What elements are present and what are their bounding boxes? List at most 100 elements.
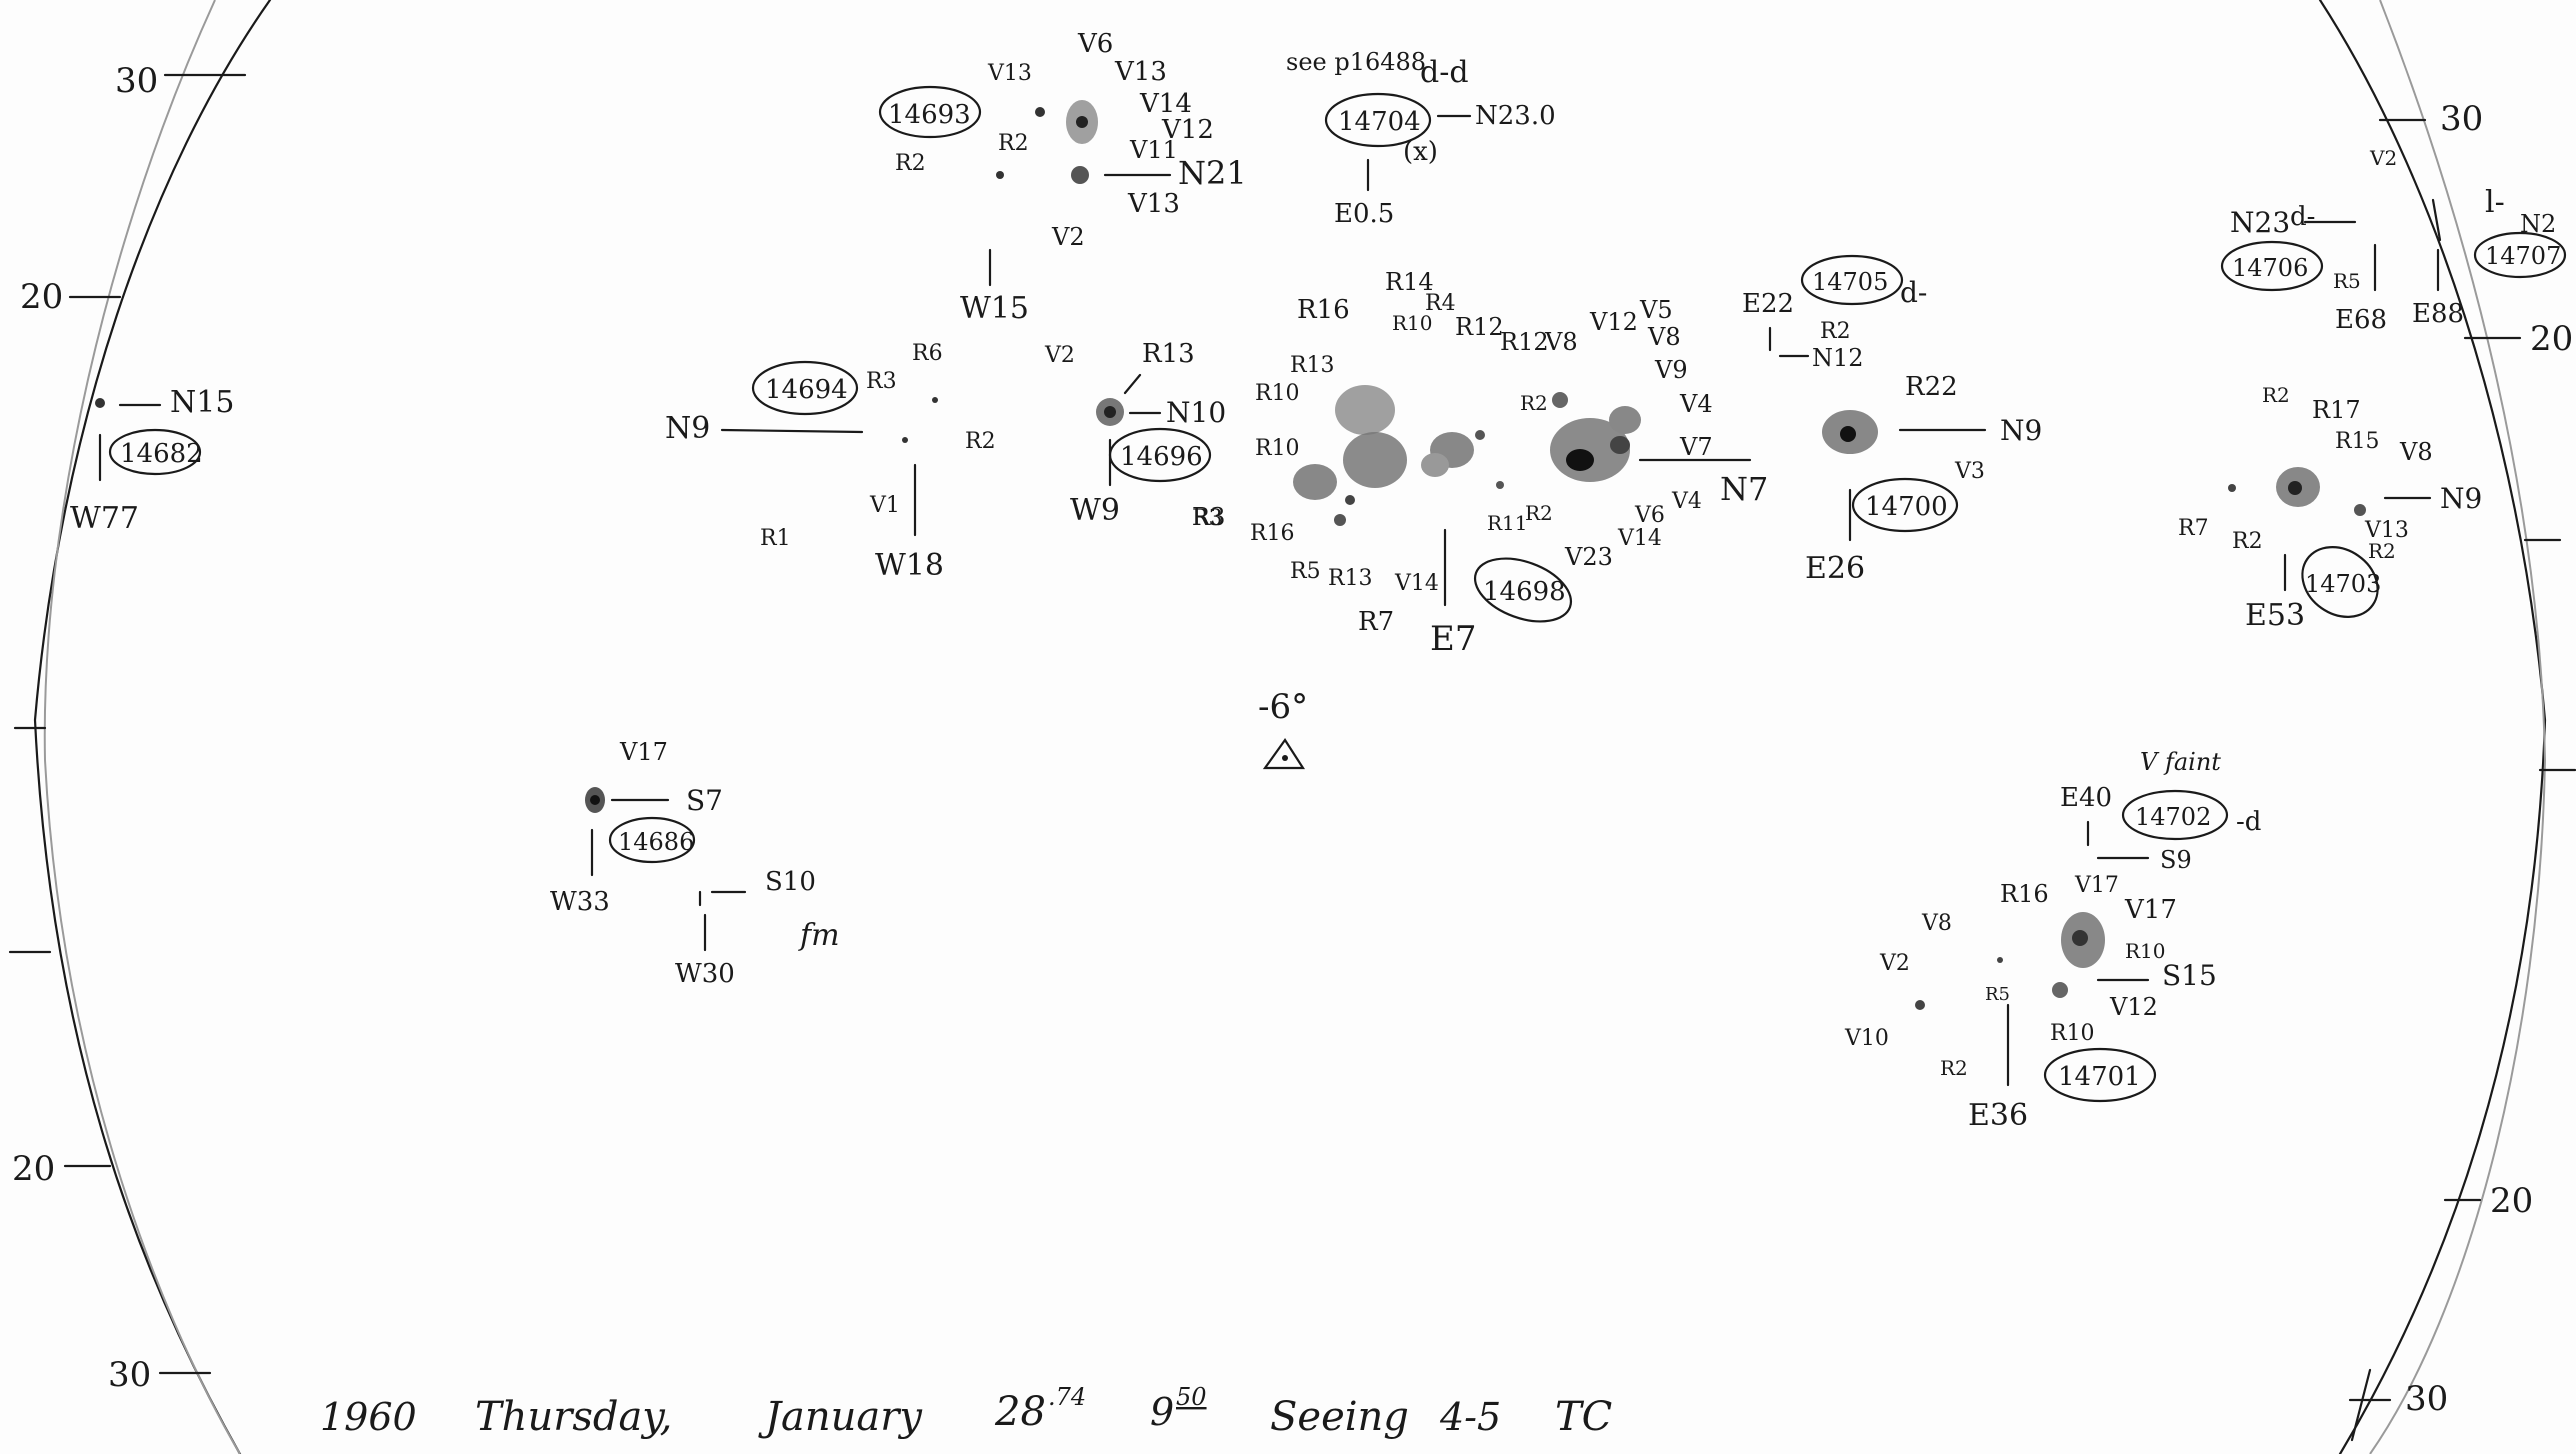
region-s10-w30: S10 fm W30 — [675, 867, 840, 989]
svg-text:S7: S7 — [686, 784, 723, 817]
svg-text:R2: R2 — [1820, 319, 1851, 344]
svg-text:d-: d- — [1900, 276, 1927, 309]
region-number: 14700 — [1865, 492, 1948, 522]
region-14704: see p16488 d-d 14704 N23.0 (x) E0.5 — [1286, 48, 1556, 229]
day-fraction: .74 — [1048, 1383, 1086, 1411]
svg-text:R3: R3 — [866, 369, 897, 394]
svg-text:R2: R2 — [895, 151, 926, 176]
svg-text:R22: R22 — [1905, 372, 1958, 402]
svg-text:V8: V8 — [1647, 323, 1681, 351]
svg-text:V2: V2 — [1879, 951, 1910, 976]
svg-text:V2: V2 — [2369, 146, 2397, 170]
svg-text:S15: S15 — [2162, 959, 2217, 992]
region-number: 14686 — [618, 828, 694, 856]
tick-right-bottom-20: 20 — [2490, 1181, 2533, 1221]
svg-text:(x): (x) — [1403, 137, 1438, 167]
svg-text:R14: R14 — [1385, 268, 1434, 296]
tick-right-top-20: 20 — [2530, 319, 2573, 359]
time-minutes: 50 — [1176, 1383, 1207, 1411]
svg-text:V13: V13 — [1127, 189, 1180, 219]
svg-text:V4: V4 — [1671, 489, 1702, 514]
region-number: 14698 — [1483, 577, 1566, 607]
observer: TC — [1555, 1394, 1612, 1440]
tick-right-top-30: 30 — [2440, 99, 2483, 139]
svg-text:V3: V3 — [1954, 459, 1985, 484]
svg-text:V17: V17 — [619, 738, 668, 766]
svg-text:V14: V14 — [1394, 571, 1439, 596]
svg-text:R5: R5 — [1290, 559, 1321, 584]
region-number: 14682 — [120, 439, 203, 469]
svg-text:W15: W15 — [960, 291, 1029, 326]
date-caption: 1960 Thursday, January 28 .74 9 50 Seein… — [320, 1383, 1612, 1440]
svg-text:R16: R16 — [2000, 880, 2049, 908]
svg-text:V8: V8 — [2399, 438, 2433, 466]
region-number: 14707 — [2485, 242, 2561, 270]
svg-text:d-d: d-d — [1420, 55, 1469, 90]
region-14698: E7 14698 N7 R16 R14 R10 R4 R13 R12 R12 R… — [1192, 268, 1768, 659]
svg-text:N23: N23 — [2230, 206, 2290, 239]
svg-text:R17: R17 — [2312, 396, 2361, 424]
svg-text:N12: N12 — [1812, 344, 1864, 372]
svg-text:V10: V10 — [1844, 1026, 1889, 1051]
limb-left-arc — [33, 0, 272, 1454]
svg-text:R10: R10 — [1255, 381, 1300, 406]
svg-text:R6: R6 — [912, 341, 943, 366]
region-14701: R16 V17 V17 V8 V2 R10 S15 V10 R5 V12 R2 … — [1844, 873, 2217, 1133]
region-14700: R22 N9 V3 14700 E26 — [1805, 372, 2042, 586]
svg-text:V14: V14 — [1617, 526, 1662, 551]
svg-text:E36: E36 — [1968, 1098, 2028, 1133]
limb-right-arc — [2318, 0, 2547, 1454]
svg-text:V9: V9 — [1654, 356, 1688, 384]
svg-text:R2: R2 — [1940, 1056, 1968, 1080]
svg-text:W30: W30 — [675, 959, 735, 989]
svg-text:S9: S9 — [2160, 846, 2192, 874]
svg-text:N9: N9 — [2440, 482, 2482, 515]
svg-text:V17: V17 — [2124, 895, 2177, 925]
svg-text:V8: V8 — [1921, 911, 1952, 936]
svg-text:R12: R12 — [1455, 313, 1504, 341]
svg-text:N23.0: N23.0 — [1475, 101, 1556, 131]
svg-text:E88: E88 — [2412, 299, 2464, 329]
svg-text:W9: W9 — [1070, 493, 1120, 528]
svg-text:W77: W77 — [70, 501, 139, 536]
svg-text:N15: N15 — [170, 385, 234, 420]
year: 1960 — [320, 1395, 417, 1439]
region-number: 14696 — [1120, 442, 1203, 472]
svg-text:V2: V2 — [1051, 223, 1085, 251]
left-scale: 30 20 20 30 — [8, 61, 247, 1395]
svg-text:S10: S10 — [765, 867, 816, 897]
region-number: 14706 — [2232, 254, 2308, 282]
weekday: Thursday, — [475, 1394, 672, 1440]
tick-left-bottom-20: 20 — [12, 1149, 55, 1189]
svg-text:E53: E53 — [2245, 598, 2305, 633]
svg-text:E68: E68 — [2335, 305, 2387, 335]
region-number: 14693 — [888, 100, 971, 130]
svg-text:V2: V2 — [1044, 343, 1075, 368]
svg-text:E7: E7 — [1430, 619, 1476, 659]
svg-text:R15: R15 — [2335, 429, 2380, 454]
svg-text:V12: V12 — [1589, 308, 1638, 336]
svg-text:R13: R13 — [1290, 353, 1335, 378]
svg-text:V faint: V faint — [2140, 748, 2221, 776]
svg-text:R16: R16 — [1250, 521, 1295, 546]
svg-text:V5: V5 — [1639, 296, 1673, 324]
svg-text:R4: R4 — [1425, 291, 1456, 316]
svg-text:R16: R16 — [1297, 295, 1350, 325]
svg-text:d-: d- — [2290, 202, 2315, 232]
note: see p16488 — [1286, 48, 1426, 76]
region-14705: E22 14705 d- R2 N12 — [1742, 254, 1927, 372]
svg-text:E0.5: E0.5 — [1334, 199, 1394, 229]
svg-text:V11: V11 — [1129, 136, 1178, 164]
svg-text:N7: N7 — [1720, 470, 1768, 508]
region-14703: R2 R17 R15 V8 R7 R2 N9 V13 R2 14703 E53 — [2178, 383, 2482, 633]
svg-text:-d: -d — [2236, 807, 2261, 837]
svg-text:R5: R5 — [2333, 269, 2361, 293]
svg-text:R2: R2 — [965, 429, 996, 454]
region-14693: 14693 W15 N21 V6 V13 V13 V14 V12 V11 V13… — [878, 29, 1247, 326]
time-hour: 9 — [1150, 1390, 1174, 1434]
region-14706: d- N23 V2 14706 R5 E68 — [2220, 146, 2397, 335]
tick-left-top-30: 30 — [115, 61, 158, 101]
svg-text:R5: R5 — [1985, 984, 2010, 1005]
right-scale: 30 20 20 30 — [2348, 99, 2576, 1442]
svg-text:fm: fm — [798, 918, 840, 953]
